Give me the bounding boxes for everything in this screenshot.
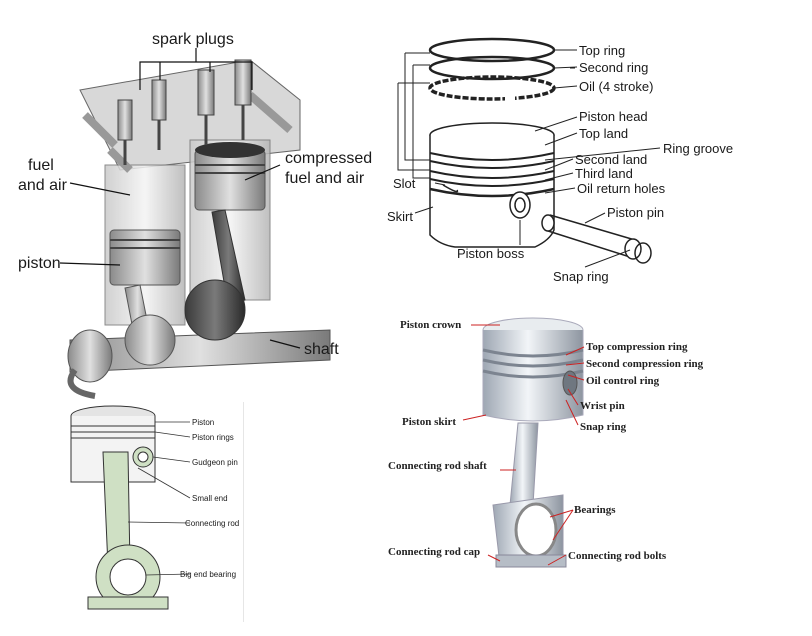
label-assembly-snap-ring: Snap ring [580,421,627,433]
label-piston-crown: Piston crown [400,319,461,331]
label-connecting-rod: Connecting rod [185,519,239,528]
piston-body [429,135,555,248]
intake-arrow [82,112,118,148]
big-end-bearing [109,558,147,596]
label-bearings: Bearings [574,504,616,516]
label-oil-4-stroke: Oil (4 stroke) [579,79,653,94]
label-oil-return-holes: Oil return holes [577,181,666,196]
piston-boss [509,191,531,219]
label-piston: piston [18,255,61,272]
piston-left [109,229,181,286]
label-piston-boss: Piston boss [457,246,525,261]
label-spark-plugs: spark plugs [152,31,234,48]
label-wrist-pin: Wrist pin [580,400,625,412]
connecting-rod-panel: Piston Piston rings Gudgeon pin Small en… [68,402,244,622]
connecting-rod-shaft [509,422,539,506]
piston-pin [541,214,555,232]
label-big-end-bearing: Big end bearing [180,570,236,579]
label-compressed-fuel-air: fuel and air [285,170,365,187]
piston-right [194,149,266,211]
label-snap-ring: Snap ring [553,269,609,284]
label-slot: Slot [393,176,416,191]
label-compressed: compressed [285,150,372,167]
piston-rings-panel: Top ring Second ring Oil (4 stroke) Pist… [385,35,812,290]
label-third-land: Third land [575,166,633,181]
label-shaft: shaft [304,341,339,358]
label-skirt: Skirt [387,209,413,224]
engine-diagram-panel: spark plugs fuel and air compressed fuel… [0,0,390,400]
piston-assembly-diagram: Piston crown Top compression ring Second… [388,317,704,568]
piston-assembly-body [482,330,584,422]
label-connecting-rod-cap: Connecting rod cap [388,546,480,558]
label-second-ring: Second ring [579,60,648,75]
label-piston-pin: Piston pin [607,205,664,220]
oil-ring [428,75,556,101]
label-piston-skirt: Piston skirt [402,416,456,428]
label-rod-piston: Piston [192,418,214,427]
label-top-land: Top land [579,126,628,141]
label-small-end: Small end [192,494,228,503]
label-ring-groove: Ring groove [663,141,733,156]
piston-assembly-panel: Piston crown Top compression ring Second… [388,305,808,595]
label-top-compression-ring: Top compression ring [586,341,688,353]
label-piston-head: Piston head [579,109,648,124]
label-connecting-rod-bolts: Connecting rod bolts [568,550,667,562]
label-fuel: fuel [28,157,54,174]
label-second-land: Second land [575,152,647,167]
piston-rings-diagram: Top ring Second ring Oil (4 stroke) Pist… [387,37,733,284]
label-gudgeon-pin: Gudgeon pin [192,458,238,467]
label-top-ring: Top ring [579,43,625,58]
engine-diagram: spark plugs fuel and air compressed fuel… [18,31,372,399]
compressed-chamber [195,142,265,158]
spark-plug-1 [117,99,133,165]
connecting-rod-cap [495,554,567,568]
label-oil-control-ring: Oil control ring [586,375,660,387]
label-and-air: and air [18,177,68,194]
label-second-compression-ring: Second compression ring [586,358,704,370]
connecting-rod-diagram: Piston Piston rings Gudgeon pin Small en… [70,405,239,610]
snap-ring [634,242,652,264]
bearings [514,502,558,558]
label-connecting-rod-shaft: Connecting rod shaft [388,460,487,472]
label-piston-rings: Piston rings [192,433,234,442]
spark-plug-3 [197,69,215,145]
slot [442,184,459,193]
spark-plug-2 [151,79,167,150]
spark-plug-4 [234,59,252,140]
